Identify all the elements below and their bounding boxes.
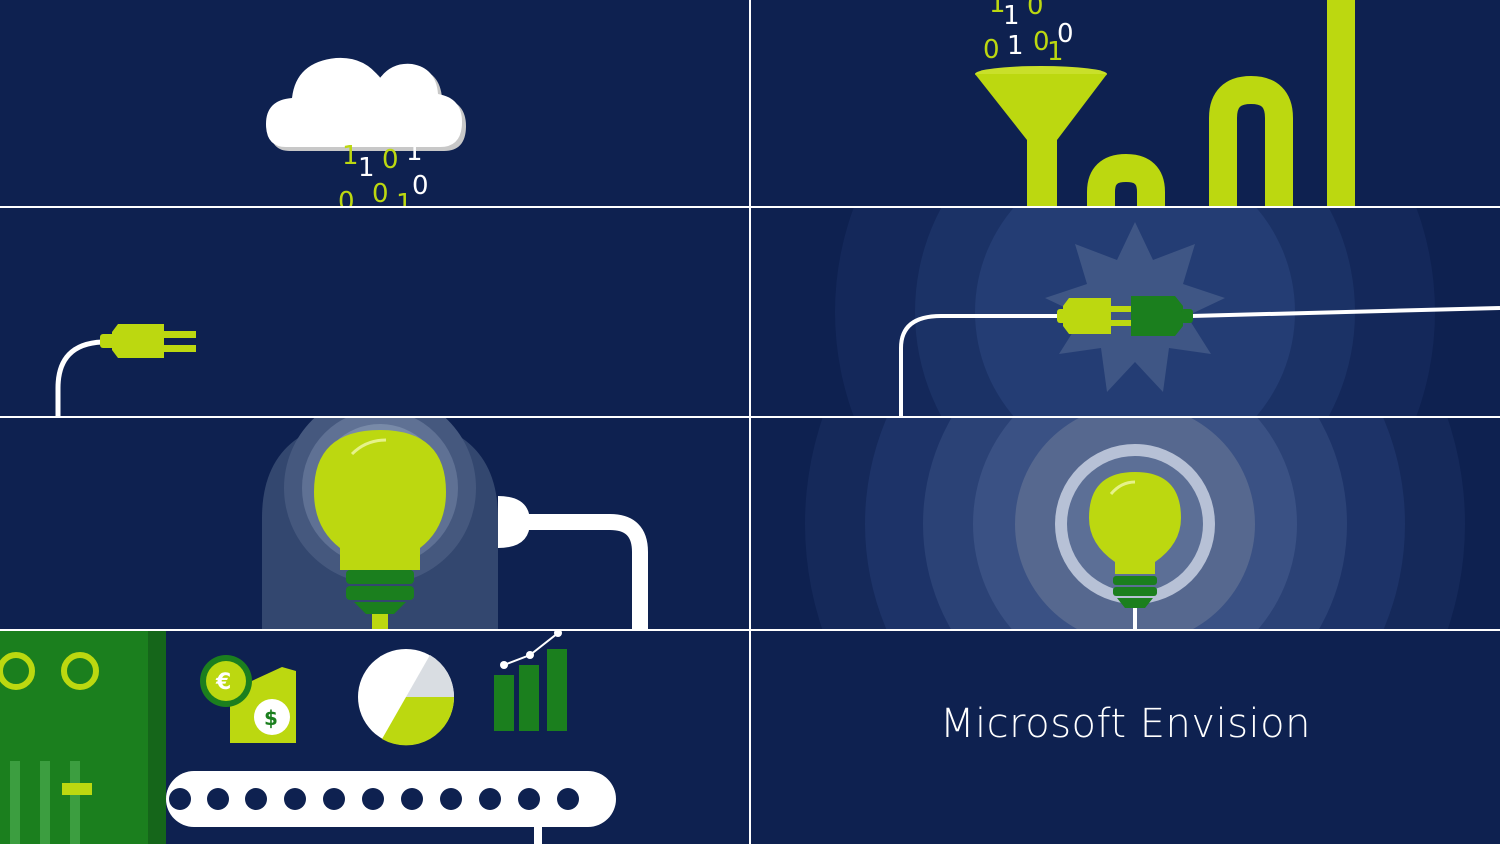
plug-icon — [1057, 298, 1131, 334]
connection-panel — [751, 208, 1500, 416]
binary-digit: 0 — [382, 145, 399, 175]
bar-chart-icon — [494, 631, 567, 731]
lightbulb-icon — [314, 430, 446, 629]
lit-bulb-scene — [805, 418, 1465, 629]
binary-digit: 1 — [1047, 37, 1064, 67]
dollar-coin-icon: $ — [264, 706, 278, 730]
finance-scene: € $ — [0, 631, 616, 844]
funnel-scene: 1 1 0 0 1 0 1 0 — [975, 0, 1355, 206]
binary-digit: 1 — [342, 141, 359, 171]
binary-digit: 1 — [989, 0, 1006, 19]
socket-icon — [1131, 296, 1193, 336]
binary-digit: 0 — [1033, 27, 1050, 57]
finance-panel: € $ — [0, 631, 749, 844]
money-icon: € $ — [200, 655, 296, 743]
brand-panel: Microsoft Envision — [751, 631, 1500, 844]
left-cable — [899, 314, 1059, 416]
binary-digit: 0 — [412, 171, 429, 201]
binary-digit: 1 — [406, 137, 423, 167]
euro-coin-icon: € — [215, 670, 231, 695]
binary-digit: 1 — [1007, 31, 1024, 61]
lightbulb-plug-panel — [0, 418, 749, 629]
cloud-scene: 1 1 0 1 0 0 1 0 — [266, 57, 466, 206]
plug-head — [498, 496, 530, 548]
plug-cable — [55, 339, 103, 416]
binary-digit: 1 — [396, 189, 413, 206]
binary-digit: 0 — [1057, 19, 1074, 49]
lightbulb-icon — [1089, 472, 1181, 629]
binary-digit: 0 — [983, 35, 1000, 65]
binary-digit: 0 — [338, 187, 355, 206]
lit-bulb-panel — [751, 418, 1500, 629]
binary-digit: 1 — [358, 153, 375, 183]
pie-chart-icon — [358, 649, 455, 746]
right-cable — [1190, 306, 1500, 318]
brand-title: Microsoft Envision — [940, 701, 1311, 747]
circuit-board-icon — [0, 631, 166, 844]
plug-panel — [0, 208, 749, 416]
binary-digit: 0 — [1027, 0, 1044, 21]
funnel-icon — [975, 66, 1107, 206]
lightbulb-plug-scene — [262, 418, 648, 629]
plug-icon — [100, 324, 196, 358]
power-cable — [520, 514, 648, 629]
pipe-icon — [1087, 0, 1355, 206]
plug-scene — [55, 324, 196, 416]
funnel-panel: 1 1 0 0 1 0 1 0 — [751, 0, 1500, 206]
binary-digit: 0 — [372, 179, 389, 206]
binary-digit: 1 — [1003, 1, 1020, 31]
connection-scene — [835, 208, 1500, 416]
conveyor-belt-icon — [166, 771, 616, 844]
cloud-panel: 1 1 0 1 0 0 1 0 — [0, 0, 749, 206]
cloud-icon — [266, 57, 466, 152]
